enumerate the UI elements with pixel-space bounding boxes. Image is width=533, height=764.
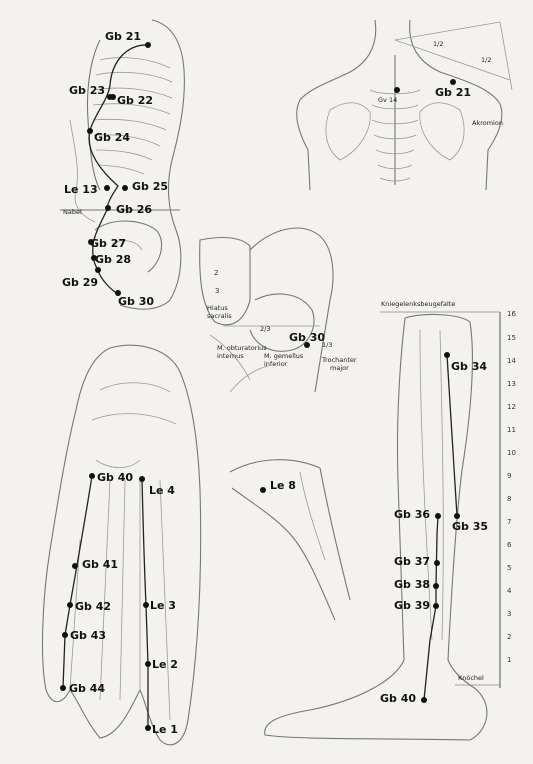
svg-text:1: 1: [507, 656, 511, 664]
hiatus-label: Hiatus: [207, 304, 228, 312]
torso-point-label: Gb 25: [132, 180, 168, 193]
svg-text:11: 11: [507, 426, 516, 434]
hip-point-label: Gb 30: [289, 331, 325, 344]
svg-text:6: 6: [507, 541, 512, 549]
foot-point-label: Gb 42: [75, 600, 111, 613]
torso-point-label: Gb 24: [94, 131, 130, 144]
foot-point-label: Gb 43: [70, 629, 106, 642]
svg-text:9: 9: [507, 472, 511, 480]
obturatorius-label: internus: [217, 352, 244, 360]
knee-point-label: Le 8: [270, 479, 296, 492]
svg-text:12: 12: [507, 403, 516, 411]
leg-point-label: Gb 39: [394, 599, 430, 612]
torso-point-label: Gb 29: [62, 276, 98, 289]
half-label: 1/2: [433, 40, 443, 48]
torso-point-label: Gb 27: [90, 237, 126, 250]
torso-point-label: Gb 23: [69, 84, 105, 97]
torso-point-label: Gb 21: [105, 30, 141, 43]
foot-figure: Gb 40 Le 4 Gb 41 Gb 42 Le 3 Gb 43 Le 2 G…: [43, 345, 201, 745]
leg-point-label: Gb 35: [452, 520, 488, 533]
akromion-label: Akromion: [472, 119, 503, 127]
foot-point-label: Le 2: [152, 658, 178, 671]
gv14-label: Gv 14: [378, 96, 397, 104]
svg-text:14: 14: [507, 357, 516, 365]
svg-text:5: 5: [507, 564, 511, 572]
foot-point-label: Gb 40: [97, 471, 133, 484]
obturatorius-label: M. obturatorius: [217, 344, 267, 352]
svg-text:8: 8: [507, 495, 511, 503]
leg-point-label: Gb 40: [380, 692, 416, 705]
gemellus-label: M. gemellus: [264, 352, 304, 360]
svg-text:15: 15: [507, 334, 516, 342]
svg-text:3: 3: [507, 610, 511, 618]
back-figure: Gv 14 Gb 21 1/2 1/2 Akromion: [297, 20, 512, 190]
leg-point-label: Gb 36: [394, 508, 430, 521]
svg-text:16: 16: [507, 310, 516, 318]
nabel-label: Nabel: [63, 208, 82, 216]
ratio-label: 1/3: [322, 341, 332, 349]
torso-point-label: Le 13: [64, 183, 98, 196]
knoechel-label: Knöchel: [458, 674, 484, 682]
svg-text:2: 2: [507, 633, 511, 641]
trochanter-label: major: [330, 364, 349, 372]
gemellus-label: inferior: [264, 360, 288, 368]
knee-figure: Le 8: [230, 460, 350, 620]
svg-text:7: 7: [507, 518, 511, 526]
leg-point-label: Gb 37: [394, 555, 430, 568]
hiatus-label: sacralis: [207, 312, 232, 320]
torso-point-label: Gb 30: [118, 295, 154, 308]
torso-point-label: Gb 26: [116, 203, 152, 216]
leg-scale: 16 15 14 13 12 11 10 9 8 7 6 5 4 3 2 1: [507, 310, 516, 664]
foot-point-label: Le 4: [149, 484, 175, 497]
leg-figure: Kniegelenksbeugefalte 16 15 14 13 12 11 …: [265, 300, 517, 740]
torso-point-label: Gb 22: [117, 94, 153, 107]
svg-text:13: 13: [507, 380, 516, 388]
svg-text:10: 10: [507, 449, 516, 457]
sacral-number: 3: [215, 287, 219, 295]
foot-point-label: Le 1: [152, 723, 178, 736]
foot-point-label: Gb 44: [69, 682, 105, 695]
leg-point-label: Gb 34: [451, 360, 487, 373]
trochanter-label: Trochanter: [321, 356, 357, 364]
hip-figure: 2 3 Gb 30 Hiatus sacralis 2/3 1/3 M. obt…: [200, 228, 357, 392]
foot-point-label: Gb 41: [82, 558, 118, 571]
ratio-label: 2/3: [260, 325, 270, 333]
back-point-label: Gb 21: [435, 86, 471, 99]
torso-point-label: Gb 28: [95, 253, 131, 266]
sacral-number: 2: [214, 269, 218, 277]
torso-figure: Gb 21 Gb 23 Gb 22 Gb 24 Le 13 Gb 25 Gb 2…: [60, 20, 184, 309]
svg-text:4: 4: [507, 587, 512, 595]
half-label: 1/2: [481, 56, 491, 64]
leg-title: Kniegelenksbeugefalte: [381, 300, 455, 308]
foot-point-label: Le 3: [150, 599, 176, 612]
leg-point-label: Gb 38: [394, 578, 430, 591]
